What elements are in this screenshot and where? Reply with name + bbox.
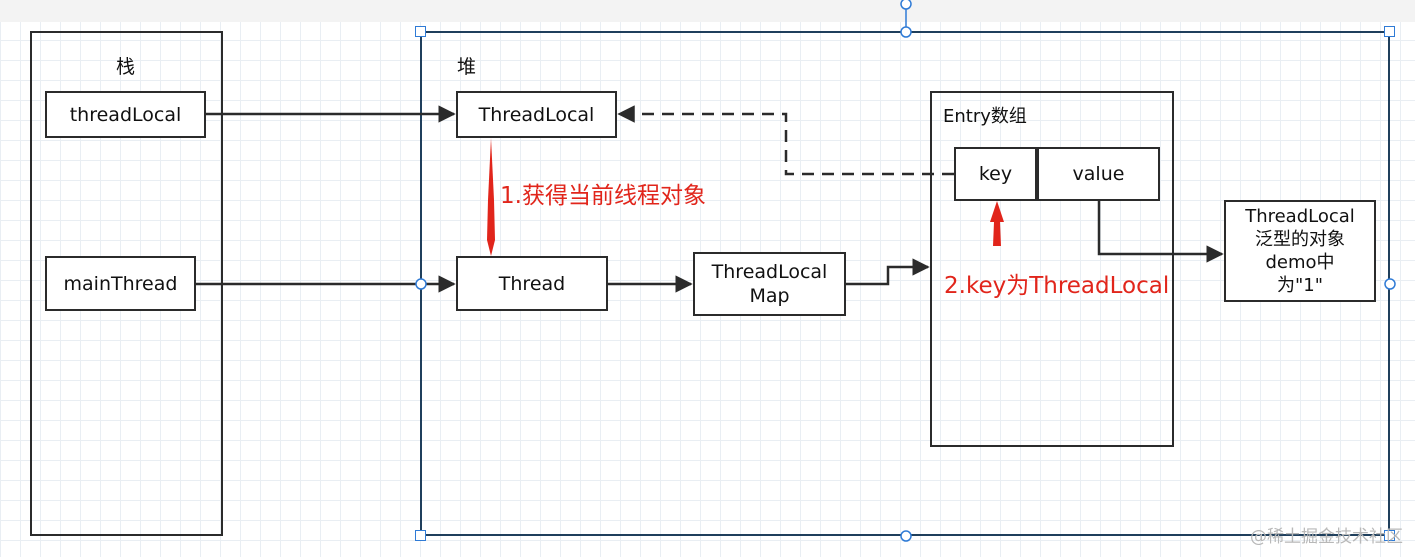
threadlocalmap-box[interactable]: ThreadLocal Map xyxy=(693,252,846,316)
connection-point-right[interactable] xyxy=(1384,278,1396,290)
connection-point-left[interactable] xyxy=(415,278,427,290)
dashed-arrow-key-to-threadlocal[interactable] xyxy=(617,105,954,176)
arrow-value-to-object[interactable] xyxy=(1097,201,1224,263)
value-object-box[interactable]: ThreadLocal 泛型的对象 demo中 为"1" xyxy=(1224,200,1376,302)
toolbar-strip xyxy=(0,0,1415,22)
stack-title: 栈 xyxy=(116,56,136,78)
entry-array-title: Entry数组 xyxy=(943,106,1027,127)
entry-value-box[interactable]: value xyxy=(1037,147,1160,201)
annotation-step2: 2.key为ThreadLocal xyxy=(944,273,1170,299)
heap-title: 堆 xyxy=(457,56,477,78)
stack-mainthread-box[interactable]: mainThread xyxy=(45,256,196,311)
resize-handle-top-left[interactable] xyxy=(415,26,426,37)
arrow-map-to-entry[interactable] xyxy=(846,258,930,286)
annotation-step1: 1.获得当前线程对象 xyxy=(500,183,706,209)
value-object-line2: 泛型的对象 xyxy=(1255,229,1345,250)
resize-handle-bottom-right[interactable] xyxy=(1384,530,1395,541)
resize-handle-bottom-left[interactable] xyxy=(415,530,426,541)
threadlocalmap-label-line2: Map xyxy=(749,285,790,307)
threadlocalmap-label-line1: ThreadLocal xyxy=(711,261,828,283)
watermark: @稀土掘金技术社区 xyxy=(1250,527,1403,547)
entry-array-frame[interactable] xyxy=(930,91,1174,447)
thread-object-box[interactable]: Thread xyxy=(456,256,608,311)
value-object-line4: 为"1" xyxy=(1276,275,1323,296)
stack-threadlocal-box[interactable]: threadLocal xyxy=(45,91,206,138)
connection-point-bottom[interactable] xyxy=(900,530,912,542)
threadlocal-object-box[interactable]: ThreadLocal xyxy=(456,91,617,138)
entry-key-box[interactable]: key xyxy=(954,147,1037,201)
value-object-line3: demo中 xyxy=(1265,252,1335,273)
red-arrow-step2 xyxy=(990,201,1004,246)
rotate-handle[interactable] xyxy=(900,0,912,10)
red-arrow-step1 xyxy=(487,138,495,256)
value-object-line1: ThreadLocal xyxy=(1245,206,1355,227)
resize-handle-top-right[interactable] xyxy=(1384,26,1395,37)
connection-point-top[interactable] xyxy=(900,26,912,38)
